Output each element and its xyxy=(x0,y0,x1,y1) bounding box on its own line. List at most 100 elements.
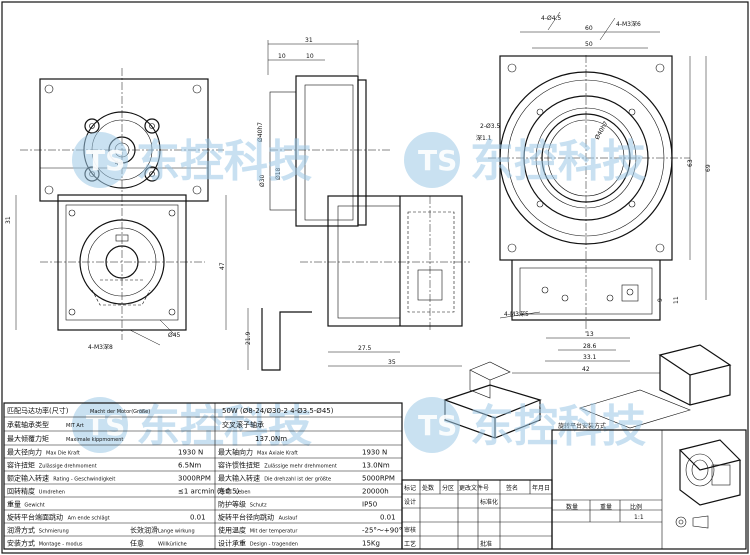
tb-head-2: 分区 xyxy=(442,484,454,492)
spec-pair-2-label-left: 额定输入转速 xyxy=(7,474,49,483)
dim-63: 63 xyxy=(687,159,694,167)
dim-hole-left: 4-M3深8 xyxy=(88,343,113,351)
thumbnail-3d xyxy=(678,439,742,506)
watermark-logo-text-4: TS xyxy=(418,409,457,442)
tb-scale: 比例 xyxy=(630,503,642,511)
dim-50: 50 xyxy=(585,41,593,48)
spec-pair-1-sub-right: Zulässige mehr drehmoment xyxy=(264,464,337,470)
spec-pair-4-sub-left: Gewicht xyxy=(24,503,44,509)
spec-pair-3-value-right: 20000h xyxy=(362,488,389,496)
dim-33-1: 33.1 xyxy=(583,354,597,361)
dim-depth: 深1.1 xyxy=(476,134,492,142)
watermark-text-4: 东控科技 xyxy=(470,401,646,452)
spec-pair-6-value-left-sub: Lange wirkung xyxy=(158,529,195,535)
spec-pair-rows: 最大径向力 Max Die Kraft 1930 N 最大轴向力 Max Axiale … xyxy=(4,445,402,549)
dim-28-6: 28.6 xyxy=(583,343,597,350)
tb-head-5: 年月日 xyxy=(532,484,550,492)
tb-approve: 批准 xyxy=(480,540,492,548)
spec-pair-3-sub-left: Umdrehen xyxy=(39,490,65,496)
dim-dia-left: Ø45 xyxy=(168,332,181,339)
tb-weight: 重量 xyxy=(600,503,612,511)
watermark-logo-icon-4 xyxy=(404,397,460,453)
spec-pair-0-value-left: 1930 N xyxy=(178,449,203,457)
spec-pair-5-label-left: 旋转平台端面跳动 xyxy=(7,513,63,522)
spec-pair-5-sub-left: Am ende schlägt xyxy=(68,516,110,522)
spec-pair-3-value-left: ≤1 arcmin (±0.5) xyxy=(178,488,240,496)
tb-head-4: 签名 xyxy=(506,484,518,492)
spec-pair-6-value-left: 长效润滑 xyxy=(130,526,158,535)
dim-9: 9 xyxy=(657,298,664,302)
dim-thread-bot: 4-M3深5 xyxy=(504,310,529,318)
dim-thread-top: 4-M3深6 xyxy=(616,20,641,28)
spec-row-0-value: 50W (Ø8-24/Ø30-2 4-Ø3.5-Ø45) xyxy=(222,407,334,415)
dim-slot: 2-Ø3.5 xyxy=(480,123,500,130)
tb-head-0: 标记 xyxy=(404,484,416,492)
spec-pair-2-value-right: 5000RPM xyxy=(362,475,395,483)
dim-d3: Ø30 xyxy=(259,174,266,187)
dim-69: 69 xyxy=(705,164,712,172)
watermark-logo-text-3: TS xyxy=(86,409,125,442)
spec-pair-6-sub-right: Mit der temperatur xyxy=(250,529,299,535)
dim-42-right: 42 xyxy=(582,366,590,373)
spec-pair-5-label-right: 旋转平台径向跳动 xyxy=(218,513,274,522)
right-view: 60 50 4-Ø4.5 4-M3深6 63 69 2-Ø3.5 深1.1 Ø4… xyxy=(476,11,712,374)
left-view: 42 31 47 4-M3深8 Ø45 xyxy=(5,68,227,351)
watermark-logo-icon-3 xyxy=(72,397,128,453)
projection-symbol-icon xyxy=(675,516,687,528)
tb-head-1: 处数 xyxy=(422,484,434,492)
dim-11: 11 xyxy=(673,296,680,304)
watermark-text-3: 东控科技 xyxy=(136,401,312,452)
dim-10a: 10 xyxy=(278,53,286,60)
spec-pair-5-value-right: 0.01 xyxy=(380,514,396,522)
spec-pair-7-sub-left: Montage - modus xyxy=(39,542,83,548)
tb-qty: 数量 xyxy=(566,503,578,511)
dim-10b: 10 xyxy=(306,53,314,60)
spec-pair-4-label-left: 重量 xyxy=(7,501,21,509)
watermark-text-1: 东控科技 xyxy=(136,136,312,187)
watermarks: TS 东控科技 TS 东控科技 TS 东控科技 TS 东控科技 xyxy=(72,132,646,453)
spec-pair-3-label-right: 寿命 xyxy=(218,487,232,496)
spec-pair-5-sub-right: Auslauf xyxy=(279,516,298,522)
spec-pair-6-label-left: 润滑方式 xyxy=(7,526,35,535)
spec-pair-4-value-right: IP50 xyxy=(362,501,377,509)
middle-view: 31 10 10 Ø40h7 Ø18 Ø30 21.9 27.5 35 xyxy=(245,37,470,371)
dim-21-9: 21.9 xyxy=(245,331,252,345)
dim-35: 35 xyxy=(388,359,396,366)
dim-31-left: 31 xyxy=(5,216,12,224)
spec-row-1-label: 承载轴承类型 xyxy=(7,420,49,429)
tb-review: 审核 xyxy=(404,526,416,534)
spec-pair-2-label-right: 最大输入转速 xyxy=(218,474,260,483)
spec-pair-5-value-left: 0.01 xyxy=(190,514,206,522)
spec-pair-7-label-right: 设计承重 xyxy=(218,539,246,548)
spec-pair-0-label-left: 最大径向力 xyxy=(7,448,42,457)
iso-label: 旋转平台安装方式 xyxy=(558,422,606,430)
spec-row-2-label: 最大倾覆力矩 xyxy=(7,434,49,443)
spec-pair-7-value-left: 任意 xyxy=(130,539,144,548)
spec-pair-0-sub-left: Max Die Kraft xyxy=(46,451,80,457)
spec-pair-0-sub-right: Max Axiale Kraft xyxy=(257,451,298,457)
tb-design: 设计 xyxy=(404,498,416,506)
spec-pair-1-label-right: 容许惯性扭矩 xyxy=(218,461,260,470)
spec-pair-2-sub-left: Rating - Geschwindigkeit xyxy=(53,477,115,483)
spec-pair-1-value-left: 6.5Nm xyxy=(178,462,201,470)
dim-27-5: 27.5 xyxy=(358,345,372,352)
watermark-text-2: 东控科技 xyxy=(470,136,646,187)
tb-head-3: 更改文件号 xyxy=(459,484,489,492)
spec-pair-3-label-left: 回转精度 xyxy=(7,487,35,496)
spec-pair-7-sub-right: Design - tragenden xyxy=(250,542,298,548)
tb-scale-value: 1:1 xyxy=(634,514,644,521)
title-block: 标记 处数 分区 更改文件号 签名 年月日 设计 标准化 审核 工艺 批准 数量… xyxy=(401,429,747,550)
dim-hole-top: 4-Ø4.5 xyxy=(541,15,561,22)
dim-d2: Ø18 xyxy=(275,167,282,180)
spec-pair-0-label-right: 最大轴向力 xyxy=(218,448,253,457)
spec-row-0-label: 匹配马达功率(尺寸) xyxy=(7,406,69,415)
spec-pair-4-label-right: 防护等级 xyxy=(218,500,246,509)
spec-pair-6-value-right: -25°～+90° xyxy=(362,527,402,535)
watermark-logo-text-2: TS xyxy=(418,144,457,177)
spec-row-2-value: 137.0Nm xyxy=(255,435,287,443)
spec-row-2-sub: Maximale kippmoment xyxy=(66,437,123,443)
spec-pair-4-sub-right: Schutz xyxy=(250,503,267,509)
watermark-logo-text-1: TS xyxy=(86,144,125,177)
